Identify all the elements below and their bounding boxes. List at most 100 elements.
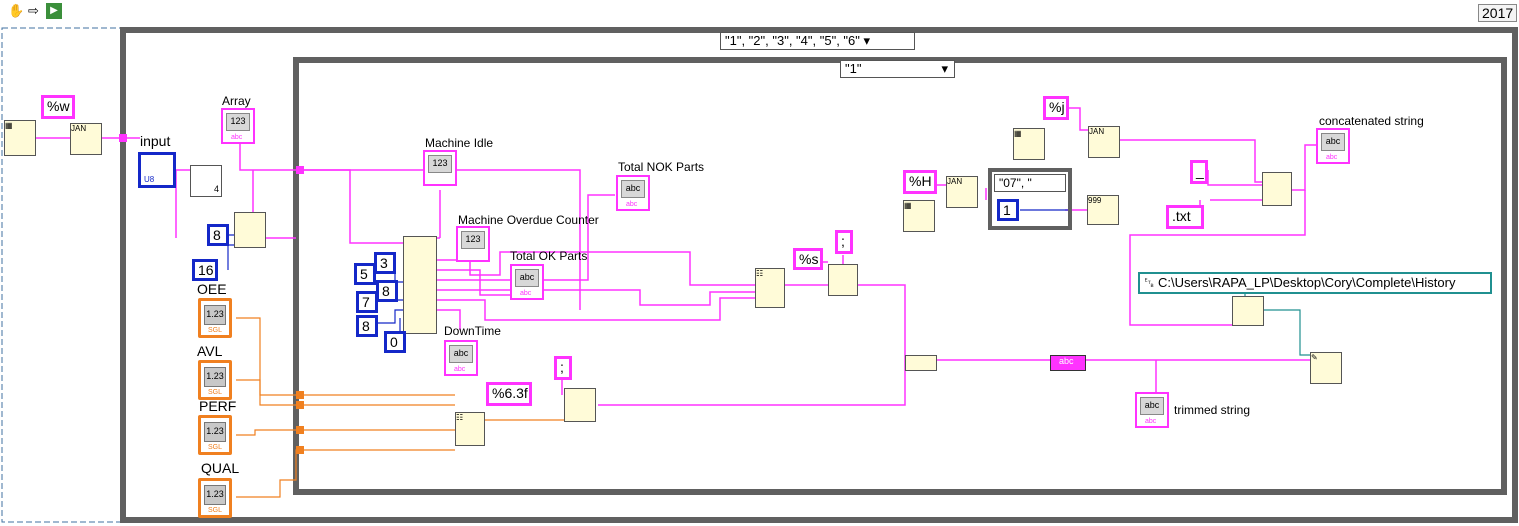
- hand-tool-icon[interactable]: ✋: [8, 3, 25, 18]
- downtime-indicator[interactable]: abc abc: [444, 340, 478, 376]
- run-icon[interactable]: ▶: [46, 3, 62, 19]
- txt-extension-constant[interactable]: .txt: [1166, 205, 1204, 229]
- total-nok-value: abc: [621, 180, 645, 198]
- case-inner-selector[interactable]: "1" ▾: [840, 60, 955, 78]
- avl-control[interactable]: 1.23 SGL: [198, 360, 232, 400]
- trimmed-string-indicator[interactable]: abc abc: [1135, 392, 1169, 428]
- avl-value: 1.23: [204, 367, 226, 387]
- const-4: 4: [214, 184, 220, 194]
- const-7[interactable]: 7: [356, 291, 378, 313]
- qual-control[interactable]: 1.23 SGL: [198, 478, 232, 518]
- string-tunnel-indicator[interactable]: abc: [1050, 355, 1086, 371]
- version-badge: 2017: [1478, 4, 1518, 22]
- jan-text: JAN: [947, 177, 963, 186]
- const-1[interactable]: 1: [997, 199, 1019, 221]
- array-indicator[interactable]: 123 abc: [221, 108, 255, 144]
- abc-tag: abc: [1326, 154, 1338, 161]
- get-datetime-icon-c[interactable]: ▦: [903, 200, 935, 232]
- machine-idle-label: Machine Idle: [425, 136, 494, 150]
- total-ok-label: Total OK Parts: [510, 249, 588, 263]
- small-case-selector-text: "07", ": [999, 176, 1032, 190]
- array-function-icon[interactable]: [190, 165, 222, 197]
- array-indicator-value: 123: [226, 113, 250, 131]
- underscore-constant[interactable]: _: [1190, 160, 1208, 184]
- path-constant[interactable]: ␗ C:\Users\RAPA_LP\Desktop\Cory\Complete…: [1138, 272, 1492, 294]
- sgl-tag: SGL: [208, 389, 223, 396]
- const-16[interactable]: 16: [192, 259, 218, 281]
- path-icon: ␗: [1144, 275, 1155, 290]
- total-ok-value: abc: [515, 269, 539, 287]
- format-datetime-icon-b[interactable]: JAN: [1088, 126, 1120, 158]
- build-array-orange-icon[interactable]: ☷: [455, 412, 485, 446]
- concatenate-strings-icon-b[interactable]: [1262, 172, 1292, 206]
- format-H-constant[interactable]: %H: [903, 170, 937, 194]
- abc-tag: abc: [454, 366, 466, 373]
- array-to-spreadsheet-icon[interactable]: [828, 264, 858, 296]
- oee-control[interactable]: 1.23 SGL: [198, 298, 232, 338]
- qual-label: QUAL: [201, 460, 240, 476]
- concatenated-string-label: concatenated string: [1319, 114, 1424, 128]
- write-text-file-icon[interactable]: ✎: [1310, 352, 1342, 384]
- perf-value: 1.23: [204, 422, 226, 442]
- format-datetime-icon[interactable]: JAN: [70, 123, 102, 155]
- array-to-spreadsheet-float-icon[interactable]: [564, 388, 596, 422]
- const-3[interactable]: 3: [374, 252, 396, 274]
- format-w-constant[interactable]: %w: [41, 95, 75, 119]
- get-datetime-icon-b[interactable]: ▦: [1013, 128, 1045, 160]
- format-float-constant[interactable]: %6.3f: [486, 382, 532, 406]
- dropdown-arrow-icon: ▾: [941, 61, 948, 76]
- number-to-string-icon[interactable]: 999: [1087, 195, 1119, 225]
- const-0[interactable]: 0: [384, 331, 406, 353]
- semicolon-constant-a[interactable]: ;: [835, 230, 853, 254]
- number-wires: [236, 317, 570, 498]
- machine-overdue-label: Machine Overdue Counter: [458, 213, 599, 227]
- input-label: input: [140, 133, 171, 149]
- trimmed-string-value: abc: [1140, 397, 1164, 415]
- concatenate-strings-icon[interactable]: [905, 355, 937, 371]
- tunnels: [296, 391, 304, 454]
- unbundle-function-icon[interactable]: [403, 236, 437, 334]
- n999-text: 999: [1088, 196, 1102, 205]
- small-case-structure[interactable]: "07", ": [988, 168, 1072, 230]
- get-datetime-icon[interactable]: ▦: [4, 120, 36, 156]
- qual-value: 1.23: [204, 485, 226, 505]
- oee-value: 1.23: [204, 305, 226, 325]
- format-s-constant[interactable]: %s: [793, 248, 823, 270]
- avl-label: AVL: [197, 343, 223, 359]
- concatenated-string-value: abc: [1321, 133, 1345, 151]
- format-datetime-icon-c[interactable]: JAN: [946, 176, 978, 208]
- format-j-constant[interactable]: %j: [1043, 96, 1069, 120]
- dropdown-arrow-icon: ▾: [863, 33, 871, 48]
- arrow-icon[interactable]: ⇨: [28, 3, 39, 18]
- machine-idle-indicator[interactable]: 123: [423, 150, 457, 186]
- perf-control[interactable]: 1.23 SGL: [198, 415, 232, 455]
- total-nok-indicator[interactable]: abc abc: [616, 175, 650, 211]
- machine-overdue-indicator[interactable]: 123: [456, 226, 490, 262]
- const-5[interactable]: 5: [354, 263, 376, 285]
- jan-text: JAN: [1089, 127, 1105, 136]
- perf-label: PERF: [199, 398, 237, 414]
- sgl-tag: SGL: [208, 507, 223, 514]
- semicolon-constant-b[interactable]: ;: [554, 356, 572, 380]
- build-path-icon[interactable]: [1232, 296, 1264, 326]
- oee-label: OEE: [197, 281, 227, 297]
- trimmed-string-label: trimmed string: [1174, 403, 1251, 417]
- jan-text: JAN: [71, 124, 87, 133]
- build-array-icon[interactable]: ☷: [755, 268, 785, 308]
- const-8-b[interactable]: 8: [376, 280, 398, 302]
- downtime-value: abc: [449, 345, 473, 363]
- abc-tag: abc: [231, 134, 243, 141]
- small-case-selector[interactable]: "07", ": [994, 174, 1066, 192]
- index-array-icon[interactable]: [234, 212, 266, 248]
- sgl-tag: SGL: [208, 444, 223, 451]
- const-8-c[interactable]: 8: [356, 315, 378, 337]
- case-outer-selector[interactable]: "1", "2", "3", "4", "5", "6" ▾: [720, 32, 915, 50]
- concatenated-string-indicator[interactable]: abc abc: [1316, 128, 1350, 164]
- total-ok-indicator[interactable]: abc abc: [510, 264, 544, 300]
- total-nok-label: Total NOK Parts: [618, 160, 705, 174]
- input-control[interactable]: U8: [138, 152, 176, 188]
- path-text: C:\Users\RAPA_LP\Desktop\Cory\Complete\H…: [1158, 275, 1456, 290]
- u8-tag: U8: [144, 175, 155, 184]
- const-8-a[interactable]: 8: [207, 224, 229, 246]
- abc-tag: abc: [626, 201, 638, 208]
